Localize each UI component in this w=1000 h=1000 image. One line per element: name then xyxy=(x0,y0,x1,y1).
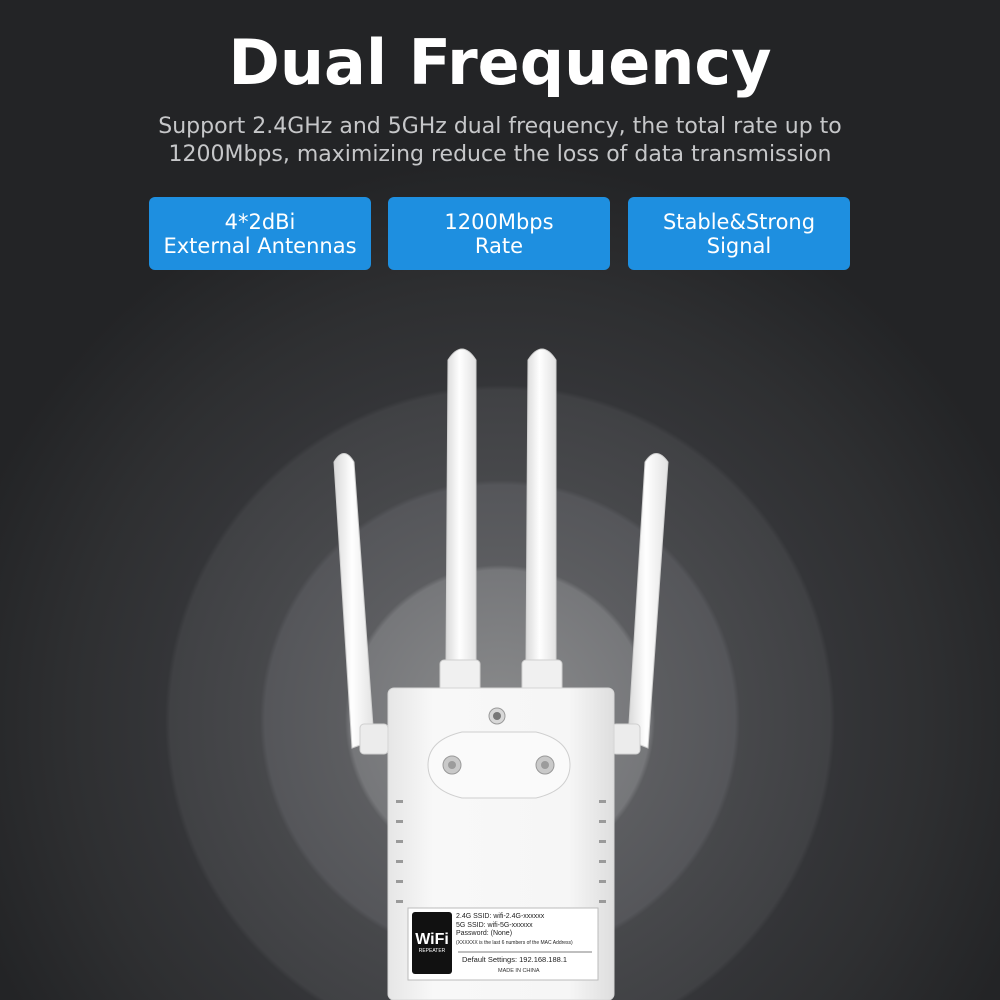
feature-badge-line1: 1200Mbps xyxy=(444,209,554,234)
antenna-right-inner xyxy=(521,348,563,693)
feature-badge-line1: Stable&Strong xyxy=(662,209,816,234)
antenna-left-inner xyxy=(439,348,481,693)
feature-badge-line2: Rate xyxy=(474,233,524,258)
feature-badge-antennas: 4*2dBi External Antennas xyxy=(149,197,371,270)
wifi-repeater-logo: WiFi REPEATER xyxy=(412,912,452,974)
ssid-24: 2.4G SSID: wifi-2.4G-xxxxxx xyxy=(456,913,545,920)
made-in-label: MADE IN CHINA xyxy=(498,968,540,974)
ssid-5: 5G SSID: wifi-5G-xxxxxx xyxy=(456,921,533,929)
antenna-right-outer xyxy=(611,453,669,755)
mac-note: (XXXXXX is the last 6 numbers of the MAC… xyxy=(456,939,573,946)
feature-badge-rate: 1200Mbps Rate xyxy=(388,197,610,270)
wifi-logo-text: WiFi xyxy=(415,931,449,948)
feature-badge-signal: Stable&Strong Signal xyxy=(628,197,850,270)
sticker-specs: 2.4G SSID: wifi-2.4G-xxxxxx 5G SSID: wif… xyxy=(456,913,596,947)
antenna-left-outer xyxy=(333,453,389,755)
eu-plug xyxy=(427,731,571,799)
feature-badge-line2: External Antennas xyxy=(163,233,357,258)
wifi-logo-subtext: REPEATER xyxy=(418,948,446,954)
feature-badge-line1: 4*2dBi xyxy=(224,209,296,234)
default-settings: Default Settings: 192.168.188.1 xyxy=(462,955,568,964)
page-title: Dual Frequency xyxy=(228,26,772,99)
password: Password: (None) xyxy=(456,930,513,937)
subtitle: Support 2.4GHz and 5GHz dual frequency, … xyxy=(158,114,842,167)
feature-badge-line2: Signal xyxy=(706,233,772,258)
